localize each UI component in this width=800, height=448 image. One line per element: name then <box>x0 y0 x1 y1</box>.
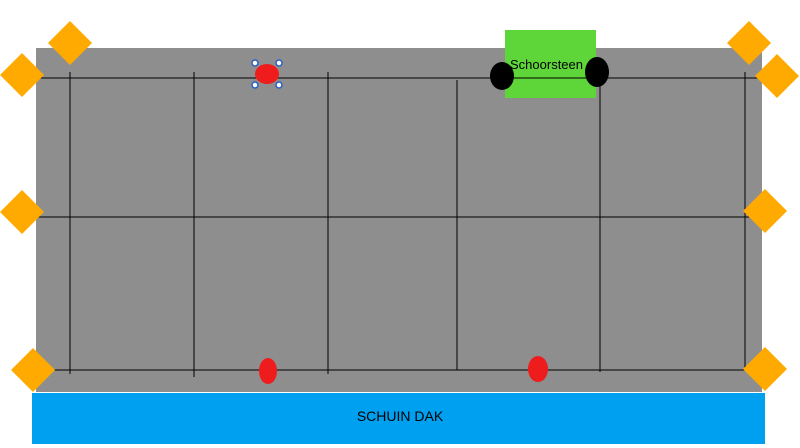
anchor-point[interactable] <box>11 348 55 392</box>
black-marker[interactable] <box>585 57 609 87</box>
chimney[interactable] <box>505 30 596 98</box>
anchor-point[interactable] <box>743 189 787 233</box>
selection-handle[interactable] <box>251 81 259 89</box>
selection-handle[interactable] <box>251 59 259 67</box>
anchor-point[interactable] <box>0 190 44 234</box>
roof-strip[interactable] <box>32 393 765 444</box>
roof-panel <box>36 48 762 392</box>
roof-label: SCHUIN DAK <box>356 408 444 424</box>
anchor-point[interactable] <box>727 21 771 65</box>
black-marker[interactable] <box>490 62 514 90</box>
red-marker[interactable] <box>528 356 548 382</box>
selection-handle[interactable] <box>275 81 283 89</box>
anchor-points <box>0 21 799 392</box>
red-marker-selected[interactable] <box>255 64 279 84</box>
grid-lines <box>36 72 762 377</box>
chimney-label: Schoorsteen <box>510 57 583 72</box>
red-marker[interactable] <box>259 358 277 384</box>
anchor-point[interactable] <box>0 53 44 97</box>
anchor-point[interactable] <box>48 21 92 65</box>
anchor-point[interactable] <box>743 347 787 391</box>
selection-handles <box>251 59 283 89</box>
anchor-point[interactable] <box>755 54 799 98</box>
selection-handle[interactable] <box>275 59 283 67</box>
